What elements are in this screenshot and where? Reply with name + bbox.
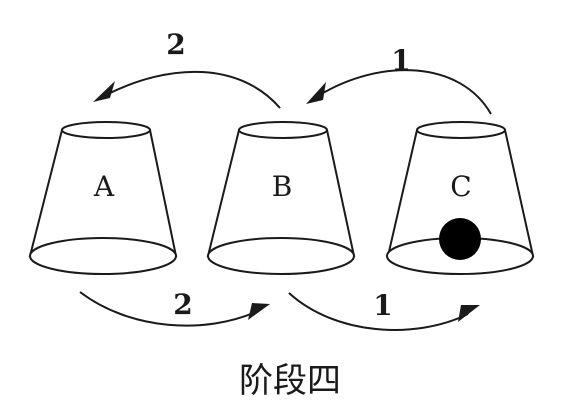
cup-c: C: [386, 121, 535, 275]
stage-caption: 阶段四: [239, 361, 341, 401]
arrow-b-to-c: 1: [288, 289, 480, 331]
arrow-c-to-b: 1: [306, 44, 492, 115]
cup-b-label: B: [272, 170, 293, 203]
arrow-c-to-b-label: 1: [391, 44, 410, 77]
arrow-b-to-c-label: 1: [373, 289, 392, 322]
cup-a: A: [28, 121, 178, 275]
ball: [439, 218, 481, 260]
arrow-b-to-a: 2: [93, 28, 281, 109]
arrow-a-to-b-label: 2: [173, 288, 192, 321]
cup-a-label: A: [93, 170, 115, 203]
arrow-b-to-a-label: 2: [166, 28, 185, 61]
arrow-a-to-b: 2: [79, 288, 270, 327]
cup-c-label: C: [450, 170, 471, 203]
cup-b: B: [206, 121, 356, 275]
